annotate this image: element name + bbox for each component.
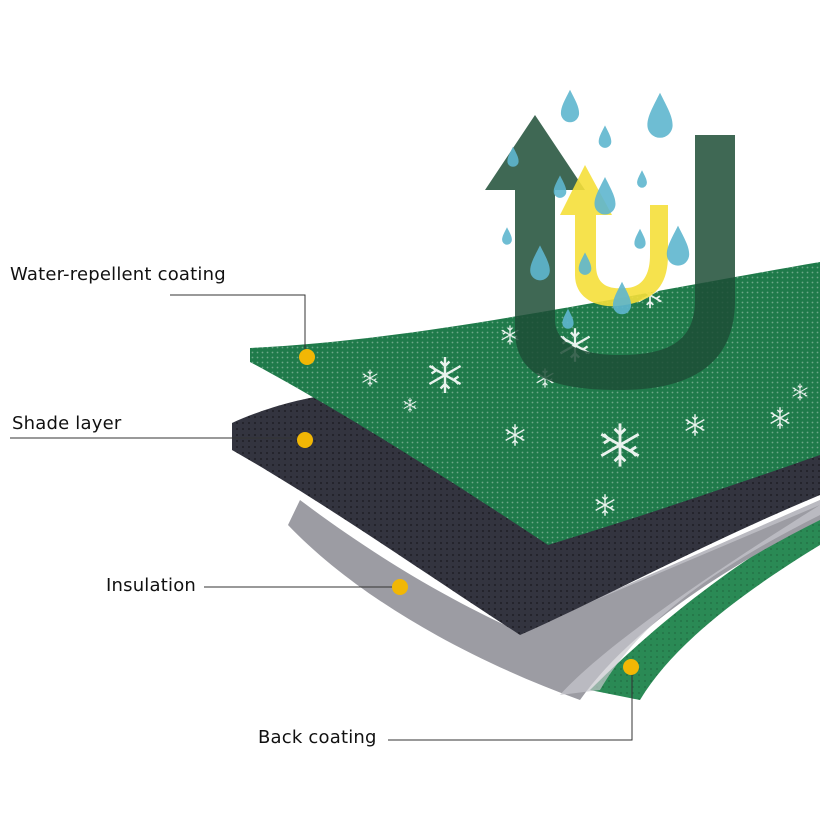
label-shade-layer: Shade layer	[12, 413, 122, 434]
label-insulation: Insulation	[106, 575, 197, 596]
dark-green-u-arrow	[485, 115, 735, 390]
shade-dot	[297, 432, 313, 448]
insulation-dot	[392, 579, 408, 595]
yellow-u-arrow	[560, 165, 668, 307]
water-repellent-dot	[299, 349, 315, 365]
leader-lines	[10, 294, 633, 741]
label-water-repellent: Water-repellent coating	[10, 264, 226, 285]
label-back-coating: Back coating	[258, 727, 377, 748]
marker-dots	[297, 349, 639, 675]
insulation-layer	[288, 500, 820, 700]
back-coating-dot	[623, 659, 639, 675]
